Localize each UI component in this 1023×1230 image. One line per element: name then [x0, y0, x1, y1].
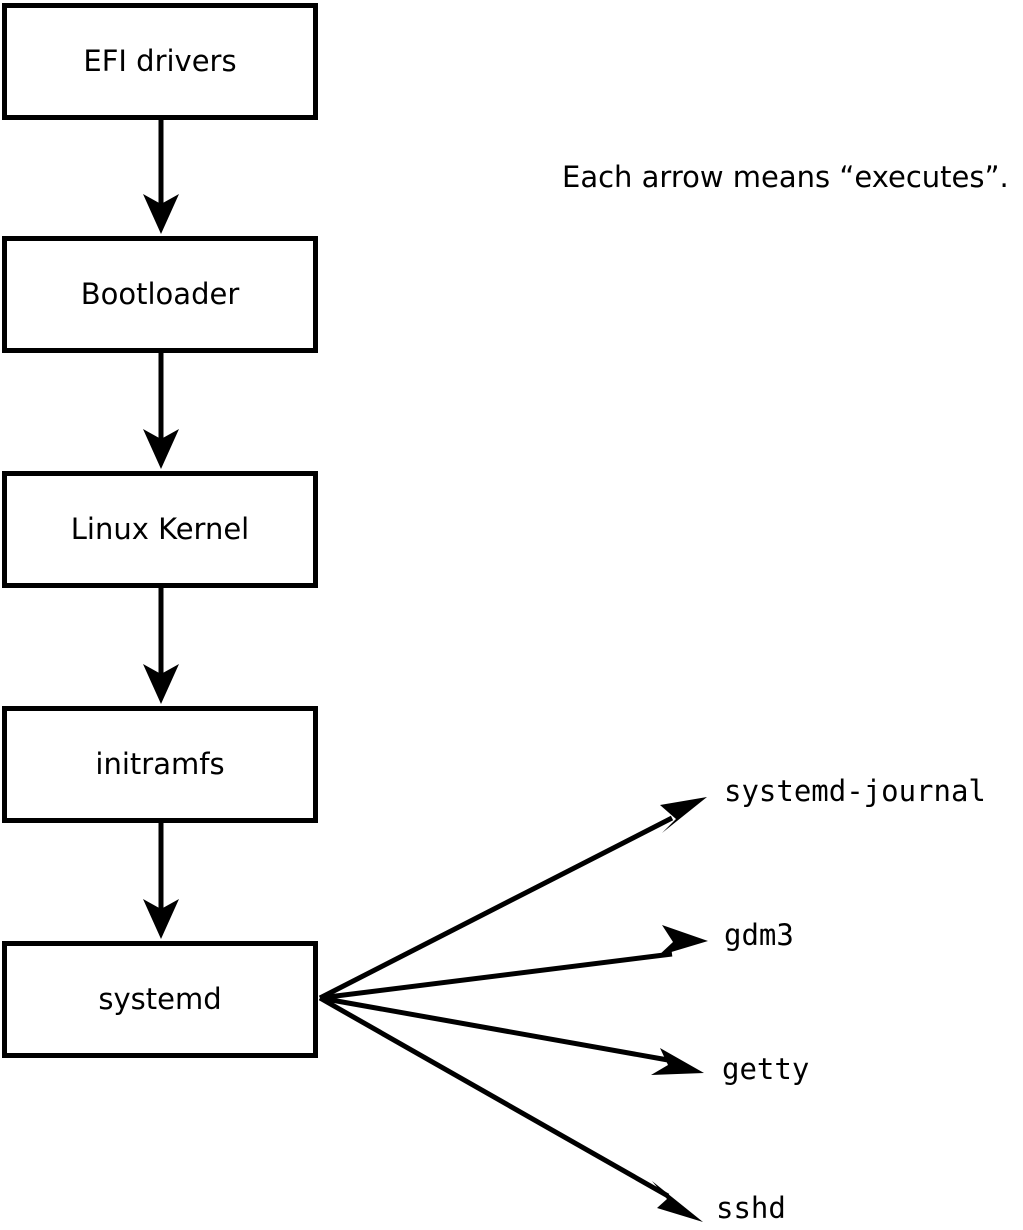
leaf-label-sshd: sshd [716, 1191, 786, 1225]
node-box-bootloader[interactable]: Bootloader [2, 236, 318, 353]
fanout-arrow-sshd [318, 995, 703, 1222]
node-box-efi-drivers[interactable]: EFI drivers [2, 3, 318, 120]
leaf-label-getty: getty [722, 1052, 810, 1086]
diagram-caption: Each arrow means “executes”. [562, 160, 1009, 194]
chain-arrow-kernel-to-initramfs [143, 588, 179, 704]
leaf-label-gdm3: gdm3 [724, 918, 794, 952]
node-box-systemd[interactable]: systemd [2, 941, 318, 1058]
leaf-label-systemd-journal: systemd-journal [724, 774, 986, 808]
chain-arrow-efi-to-bootloader [143, 120, 179, 234]
fanout-arrow-systemd-journal [318, 797, 707, 1001]
chain-arrow-bootloader-to-kernel [143, 353, 179, 469]
node-box-linux-kernel[interactable]: Linux Kernel [2, 471, 318, 588]
node-label-linux-kernel: Linux Kernel [70, 512, 250, 546]
chain-arrow-initramfs-to-systemd [143, 823, 179, 939]
node-label-systemd: systemd [98, 982, 222, 1016]
fanout-arrow-getty [319, 995, 704, 1075]
fanout-arrow-gdm3 [319, 925, 708, 1001]
node-label-initramfs: initramfs [95, 747, 225, 781]
node-box-initramfs[interactable]: initramfs [2, 706, 318, 823]
node-label-efi-drivers: EFI drivers [83, 44, 237, 78]
node-label-bootloader: Bootloader [80, 277, 240, 311]
